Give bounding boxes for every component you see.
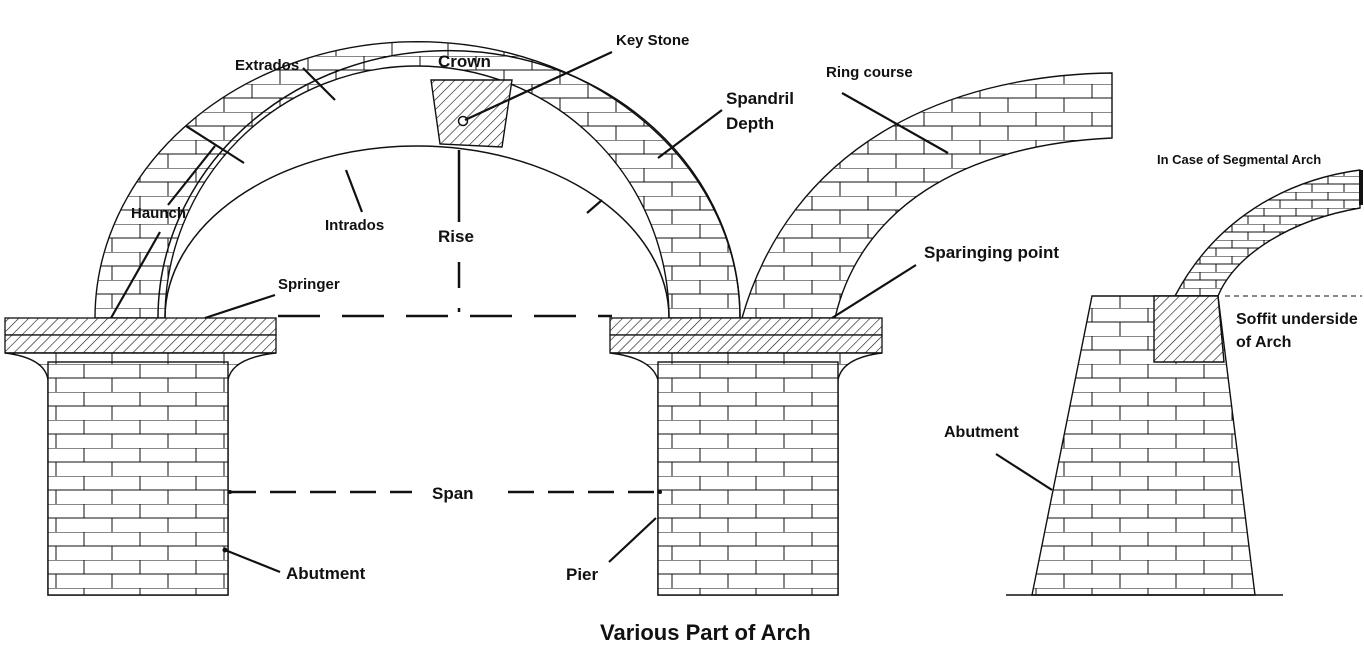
label-soffit-line1: Soffit underside [1236,311,1358,328]
leader-lines [110,51,1053,574]
label-key-stone: Key Stone [616,32,690,49]
key-stone [430,79,513,148]
label-ring-course: Ring course [826,64,913,81]
skewback-block [1153,295,1225,363]
label-pier: Pier [566,565,599,584]
label-span: Span [432,484,474,503]
pier [657,361,839,596]
label-depth: Depth [726,114,775,133]
label-rise: Rise [438,227,474,246]
label-haunch: Haunch [131,205,187,222]
label-segmental-heading: In Case of Segmental Arch [1157,152,1322,167]
key-stone-center-icon [457,115,469,127]
pier-impost-top [609,317,883,336]
label-abutment-left: Abutment [286,564,366,583]
segmental-arch-ring [1173,169,1361,297]
left-impost-bottom [4,334,277,354]
label-spandril: Spandril [726,89,795,108]
main-arch-ring [94,40,741,319]
left-abutment [47,361,229,596]
label-springer: Springer [278,276,340,293]
label-extrados: Extrados [235,57,300,74]
diagram-title: Various Part of Arch [600,620,811,645]
label-abutment-right: Abutment [944,424,1019,441]
label-intrados: Intrados [325,217,385,234]
label-crown: Crown [438,52,491,71]
label-soffit-line2: of Arch [1236,334,1292,351]
label-sparinging-point: Sparinging point [924,243,1060,262]
second-arch-ring [741,72,1113,319]
left-impost-top [4,317,277,336]
pier-impost-bottom [609,334,883,354]
